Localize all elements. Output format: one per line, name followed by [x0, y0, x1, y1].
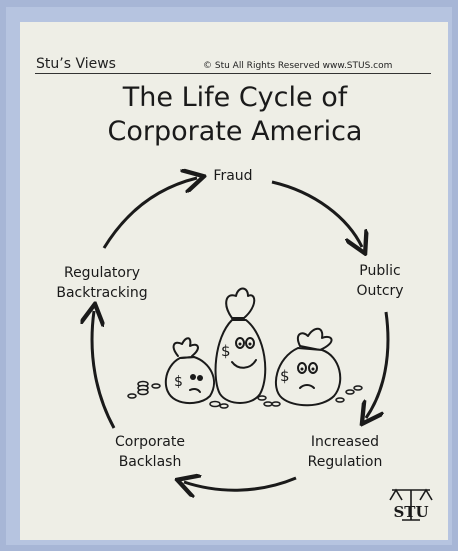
svg-text:$: $ — [174, 374, 183, 390]
small-money-bag: $ — [165, 337, 215, 405]
arrow-outcry-to-regulation — [366, 311, 390, 418]
stage-increased-regulation-line-2: Regulation — [307, 454, 383, 470]
arrow-fraud-to-outcry — [271, 180, 362, 247]
stage-regulatory-backtracking: Regulatory Backtracking — [44, 263, 160, 303]
brand-title: Stu’s Views — [36, 56, 116, 72]
stage-public-outcry: Public Outcry — [340, 261, 420, 301]
svg-text:$: $ — [280, 367, 290, 385]
money-bags-illustration: $ $ $ — [127, 287, 363, 409]
stage-fraud: Fraud — [213, 168, 253, 184]
stu-scales-logo — [389, 488, 433, 521]
cartoon-title-line-1: The Life Cycle of — [122, 82, 348, 113]
stage-regulatory-backtracking-line-2: Backtracking — [56, 285, 148, 301]
stage-public-outcry-line-2: Outcry — [356, 283, 404, 299]
arrow-backtracking-to-fraud — [102, 178, 197, 249]
stage-public-outcry-line-1: Public — [359, 263, 401, 279]
stage-increased-regulation-line-1: Increased — [310, 434, 380, 450]
cartoon-title-line-2: Corporate America — [107, 116, 363, 147]
stage-corporate-backlash-line-1: Corporate — [115, 434, 185, 450]
copyright-notice: © Stu All Rights Reserved www.STUS.com — [203, 61, 393, 71]
logo-text: STU — [393, 503, 428, 521]
tall-money-bag: $ — [214, 287, 267, 404]
stage-corporate-backlash: Corporate Backlash — [100, 432, 200, 472]
stage-increased-regulation: Increased Regulation — [295, 432, 395, 472]
cartoon-panel — [20, 22, 448, 540]
stage-corporate-backlash-line-2: Backlash — [118, 454, 182, 470]
arrow-regulation-to-backlash — [184, 478, 297, 490]
scattered-coins — [127, 380, 363, 409]
worried-money-bag: $ — [274, 327, 342, 407]
stage-regulatory-backtracking-line-1: Regulatory — [63, 265, 141, 281]
svg-text:$: $ — [221, 342, 231, 360]
header-divider — [35, 73, 431, 74]
arrow-backlash-to-backtracking — [92, 311, 116, 429]
